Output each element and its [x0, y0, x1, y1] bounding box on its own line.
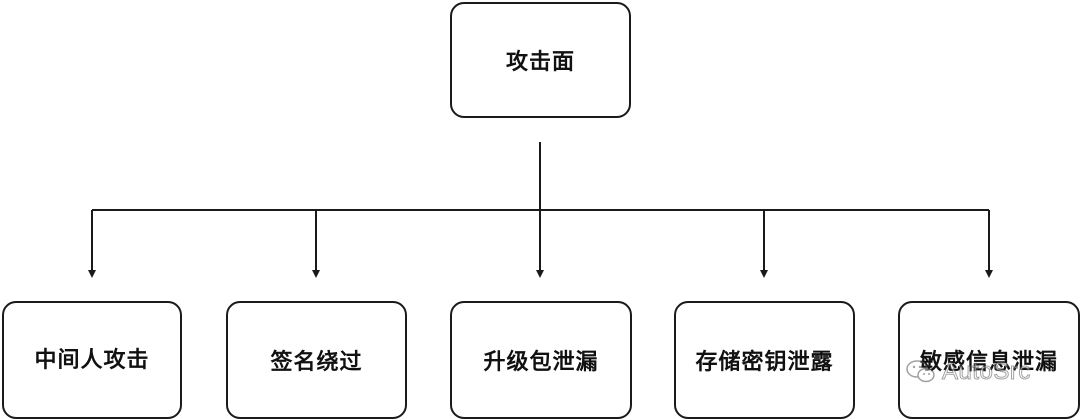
child-node-2: 签名绕过: [226, 301, 407, 419]
child-node-label: 存储密钥泄露: [695, 350, 834, 375]
root-node-label: 攻击面: [505, 50, 575, 75]
child-node-3: 升级包泄漏: [450, 301, 632, 419]
child-node-label: 敏感信息泄漏: [919, 350, 1058, 375]
child-node-5: 敏感信息泄漏: [898, 301, 1080, 419]
child-node-label: 签名绕过: [270, 350, 363, 375]
child-node-label: 中间人攻击: [34, 348, 150, 373]
child-node-4: 存储密钥泄露: [674, 301, 855, 419]
child-node-1: 中间人攻击: [2, 301, 182, 419]
child-node-label: 升级包泄漏: [483, 350, 599, 375]
root-node: 攻击面: [450, 2, 631, 118]
